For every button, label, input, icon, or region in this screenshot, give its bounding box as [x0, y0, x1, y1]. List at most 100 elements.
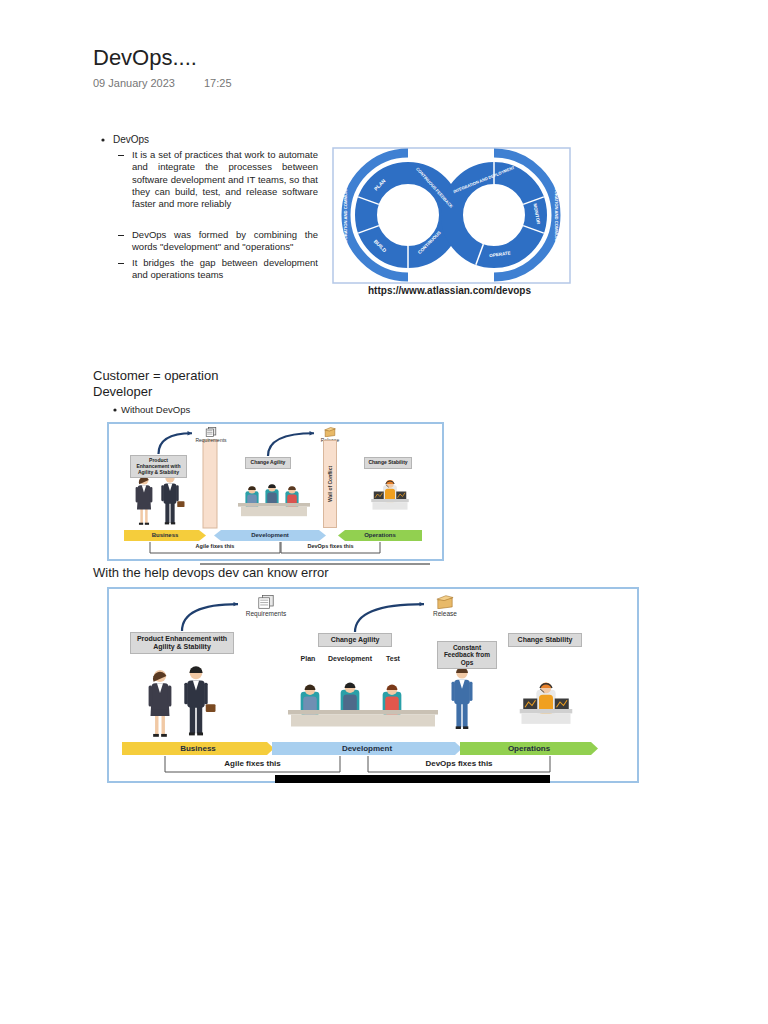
- table: [241, 507, 307, 517]
- desk: [373, 502, 408, 510]
- drawing-part: [193, 680, 199, 690]
- curved-arrow: [268, 431, 314, 456]
- process-box: Change Agility: [318, 633, 392, 647]
- drawing-part: [165, 522, 169, 524]
- drawing-part: [452, 682, 455, 701]
- note-text: Test: [380, 655, 406, 664]
- process-box: Product Enhancement with Agility & Stabi…: [130, 455, 187, 478]
- drawing-part: [387, 685, 398, 690]
- segment-divider: [476, 244, 484, 265]
- icon-node: Requirements: [194, 427, 228, 444]
- curved-arrow: [355, 602, 424, 632]
- drawing-part: [197, 706, 202, 733]
- band-fill: [214, 530, 326, 541]
- band-text: Operations: [338, 530, 422, 541]
- bracket: [281, 542, 380, 553]
- drawing-part: [190, 667, 202, 679]
- curved-arrow: [182, 602, 238, 631]
- drawing-part: [150, 487, 153, 502]
- note-text: 09 January 2023: [93, 77, 175, 91]
- bracket: [165, 756, 340, 772]
- process-box: Change Stability: [364, 457, 412, 469]
- drawing-part: [149, 686, 152, 707]
- drawing-part: [165, 503, 169, 523]
- bullet-dash: [118, 155, 124, 156]
- band-arrow: Operations: [460, 742, 598, 755]
- box-text: Constant Feedback from Ops: [441, 644, 493, 666]
- person-figure: [161, 473, 184, 524]
- desk: [520, 709, 573, 713]
- box-text: Product Enhancement with Agility & Stabi…: [134, 635, 230, 651]
- drawing-part: [541, 683, 552, 694]
- desk: [522, 713, 571, 724]
- drawing-part: [469, 682, 472, 701]
- arrow-head: [233, 602, 238, 606]
- chair: [341, 690, 360, 714]
- drawing-part: [161, 734, 167, 737]
- icon-caption: Requirements: [194, 438, 228, 444]
- segment-divider: [358, 226, 379, 234]
- note-text: 17:25: [204, 77, 232, 91]
- drawing-part: [153, 734, 159, 737]
- arrow-head: [187, 431, 192, 435]
- page-line: [260, 600, 268, 601]
- image-frame: [108, 423, 443, 560]
- band-text: Development: [214, 530, 326, 541]
- drawing-part: [345, 683, 355, 693]
- drawing-part: [154, 670, 166, 682]
- table: [288, 710, 438, 715]
- redaction-bar: [275, 775, 550, 783]
- drawing-part: [463, 703, 468, 728]
- drawing-part: [139, 523, 143, 525]
- drawing-part: [153, 672, 167, 682]
- drawing-part: [288, 486, 296, 490]
- note-text: Agile fixes this: [151, 543, 279, 550]
- table: [238, 503, 310, 507]
- band-text: Operations: [460, 742, 598, 755]
- note-text: With the help devops dev can know error: [93, 565, 329, 581]
- rule-line: [200, 564, 430, 565]
- process-box: Change Agility: [245, 457, 291, 469]
- person-figure: [149, 670, 172, 737]
- drawing-part: [268, 484, 275, 491]
- icon-node: Release: [426, 595, 464, 617]
- loop-label: COLLABORATION AND COMMUNICATION: [554, 173, 558, 257]
- wall-bar: Wall of Conflict: [323, 440, 337, 528]
- bullet-dot: [113, 408, 116, 411]
- drawing-part: [288, 486, 295, 493]
- segment-divider: [523, 226, 544, 234]
- arrow-line: [182, 604, 238, 631]
- bullet-dot: [101, 138, 104, 141]
- box-lid: [437, 596, 453, 601]
- band-fill: [124, 530, 206, 541]
- drawing-part: [387, 685, 397, 695]
- drawing-part: [189, 732, 195, 735]
- headset: [386, 481, 395, 484]
- drawing-part: [305, 685, 315, 695]
- drawing-part: [161, 485, 164, 501]
- person-figure: [341, 683, 360, 714]
- drawing-part: [456, 726, 461, 729]
- drawing-part: [171, 522, 175, 524]
- box-text: Change Stability: [368, 460, 408, 466]
- drawing-part: [197, 732, 203, 735]
- infinity-loop: [366, 173, 450, 257]
- drawing-part: [248, 486, 256, 490]
- bullet-dash: [118, 235, 124, 236]
- note-text: Agile fixes this: [166, 759, 339, 769]
- drawing-part: [145, 523, 149, 525]
- drawing-part: [190, 706, 195, 733]
- band-fill: [122, 742, 274, 755]
- arrow-line: [159, 433, 193, 454]
- drawing-part: [189, 666, 202, 673]
- image-frame: [108, 588, 638, 782]
- arrow-head: [309, 431, 314, 435]
- note-text: https://www.atlassian.com/devops: [368, 285, 531, 298]
- drawing-part: [168, 686, 171, 707]
- drawing-part: [459, 680, 465, 689]
- band-fill: [338, 530, 422, 541]
- wall-text: Wall of Conflict: [327, 466, 333, 502]
- monitor: [523, 699, 537, 710]
